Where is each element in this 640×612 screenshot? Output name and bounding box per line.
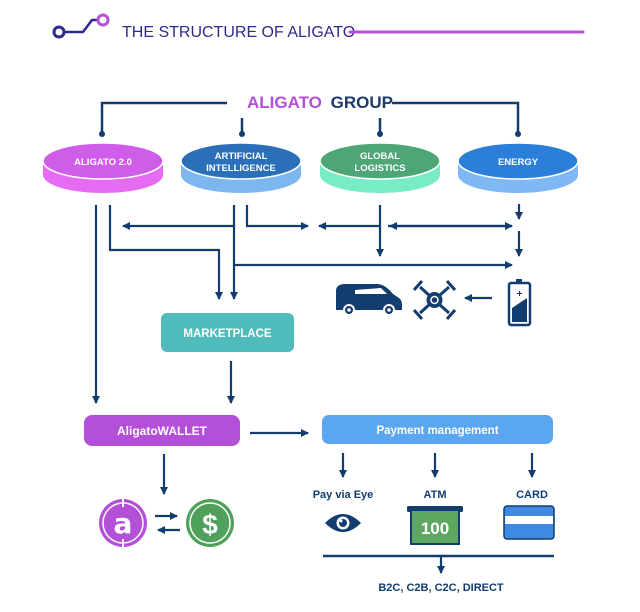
atm-amount: 100 <box>421 519 449 538</box>
disk-top <box>457 142 579 180</box>
connector-dot <box>99 131 105 137</box>
division-label: ENERGY <box>498 157 539 168</box>
method-label-eye: Pay via Eye <box>313 489 374 501</box>
aligato-coin-icon: a <box>99 499 147 547</box>
disk-top <box>42 142 164 180</box>
division-label: ARTIFICIAL <box>215 151 268 162</box>
method-label-card: CARD <box>516 489 548 501</box>
disk-top <box>319 142 441 180</box>
flow-lines <box>92 204 554 574</box>
wallet-box[interactable]: AligatoWALLET <box>84 415 240 446</box>
battery-icon: + <box>507 279 532 327</box>
marketplace-box[interactable]: MARKETPLACE <box>161 313 294 352</box>
van-icon <box>336 284 402 316</box>
connector-dot <box>377 131 383 137</box>
group-connector-left <box>100 101 227 133</box>
flow-ai-to-logistics <box>245 205 309 230</box>
division-disk[interactable]: ENERGY <box>457 142 579 193</box>
payment-label: Payment management <box>376 425 498 437</box>
drone-icon <box>412 280 457 320</box>
wallet-label: AligatoWALLET <box>117 424 208 438</box>
division-disk[interactable]: ALIGATO 2.0 <box>42 142 164 193</box>
division-label: INTELLIGENCE <box>206 163 276 174</box>
eye-icon[interactable] <box>325 514 361 532</box>
card-icon[interactable] <box>503 505 555 540</box>
flow-aligato-to-marketplace <box>108 205 223 300</box>
division-label: LOGISTICS <box>354 163 405 174</box>
page-title: THE STRUCTURE OF ALIGATO <box>122 24 355 41</box>
group-title: ALIGATO GROUP <box>247 93 393 112</box>
payment-management-box[interactable]: Payment management <box>322 415 553 444</box>
svg-text:$: $ <box>202 509 218 540</box>
method-label-atm: ATM <box>423 489 446 501</box>
disk-top <box>180 142 302 180</box>
connector-dot <box>239 131 245 137</box>
atm-icon[interactable]: 100 <box>407 506 463 545</box>
division-label: GLOBAL <box>360 151 400 162</box>
division-label: ALIGATO 2.0 <box>74 157 132 168</box>
marketplace-label: MARKETPLACE <box>183 328 271 340</box>
header-logo-icon <box>52 13 110 39</box>
group-connector-right <box>392 101 520 133</box>
group-title-rest: GROUP <box>331 93 393 112</box>
connector-dot <box>515 131 521 137</box>
svg-text:+: + <box>517 289 523 300</box>
dollar-coin-icon: $ <box>186 499 234 547</box>
group-title-accent: ALIGATO <box>247 93 322 112</box>
payment-result: B2C, C2B, C2C, DIRECT <box>378 582 504 594</box>
svg-text:a: a <box>114 507 133 540</box>
